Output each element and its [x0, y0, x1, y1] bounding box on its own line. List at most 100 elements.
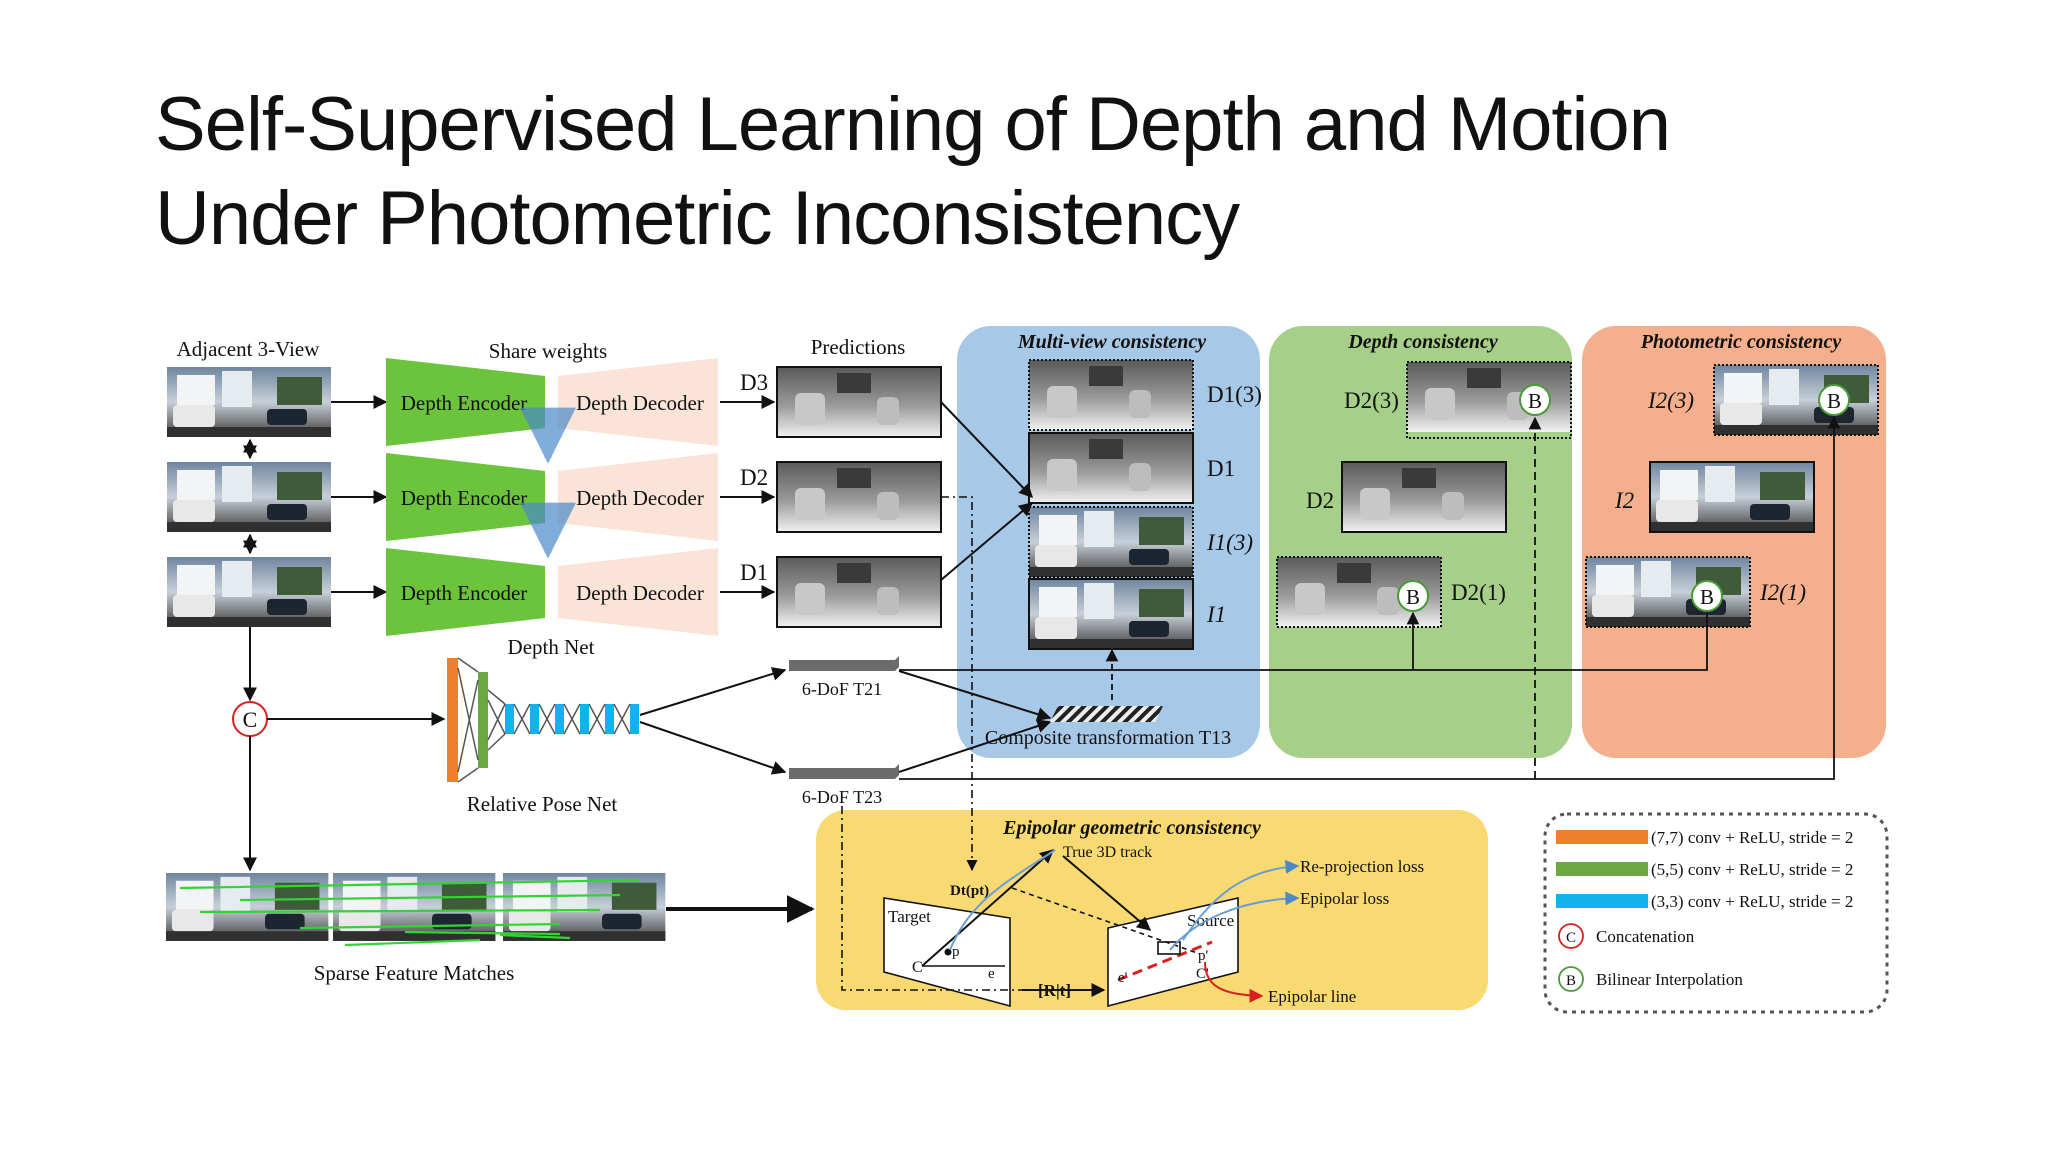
label-d3: D3: [740, 370, 768, 395]
label-p: p: [952, 944, 960, 960]
sparse-feature-matches: [166, 873, 666, 947]
depth-decoder-label-2: Depth Decoder: [576, 486, 704, 510]
epipolar-red-line: [1117, 940, 1213, 982]
bilinear-node-pc-top: B: [1818, 384, 1850, 416]
mv-d1: [1028, 432, 1194, 504]
composite-block: [1050, 706, 1163, 722]
depth-decoder-3: [558, 548, 718, 636]
label-true-track: True 3D track: [1063, 844, 1152, 861]
label-e-prime: e': [1118, 970, 1128, 986]
rt-line: [841, 806, 1022, 991]
mv-label-d13: D1(3): [1207, 382, 1262, 407]
pc-i23: [1713, 364, 1879, 436]
rt-label: [R|t]: [1038, 981, 1071, 1000]
line-pose23-to-panels: [899, 415, 1841, 780]
mv-label-d1: D1: [1207, 456, 1235, 481]
depth-decoder-label-3: Depth Decoder: [576, 581, 704, 605]
depth-encoder-label-3: Depth Encoder: [401, 581, 528, 605]
pose23-block: [789, 764, 899, 779]
legend-bilinear-label: Bilinear Interpolation: [1596, 970, 1743, 989]
dc-label-d23: D2(3): [1344, 388, 1399, 413]
track-to-source: [1062, 855, 1152, 931]
dc-d21: [1276, 556, 1442, 628]
dc-label-d2: D2: [1306, 488, 1334, 513]
predictions-label: Predictions: [811, 335, 906, 359]
depth-net-label: Depth Net: [508, 635, 595, 659]
concat-node: C: [232, 701, 268, 737]
bilinear-node-pc-bottom: B: [1691, 580, 1723, 612]
svg-text:B: B: [1827, 389, 1841, 413]
epipolar-line-label: Epipolar line: [1268, 987, 1356, 1006]
multiview-title: Multi-view consistency: [1017, 331, 1206, 353]
input-view-2: [167, 462, 331, 532]
dashed-ray: [1011, 887, 1201, 955]
blue-depth-curve: [949, 849, 1056, 951]
share-weights-label: Share weights: [489, 339, 607, 363]
label-p-prime: p': [1198, 948, 1209, 964]
legend-concat-icon: C: [1558, 923, 1584, 949]
prediction-d2: [776, 461, 942, 533]
reprojection-label: Re-projection loss: [1300, 857, 1424, 876]
mv-d13: [1028, 359, 1194, 431]
source-point-box: [1157, 941, 1181, 955]
dc-d2: [1341, 461, 1507, 533]
mv-i13: [1028, 506, 1194, 578]
arrow-epipolar-loss: [1169, 891, 1300, 951]
photometric-title: Photometric consistency: [1640, 331, 1842, 353]
title-line-1: Self-Supervised Learning of Depth and Mo…: [155, 82, 1671, 167]
legend-label-3x3: (3,3) conv + ReLU, stride = 2: [1651, 892, 1853, 911]
label-d2: D2: [740, 465, 768, 490]
arrow-pose21: [639, 667, 787, 716]
depth-encoder-3: [386, 548, 545, 636]
legend-label-7x7: (7,7) conv + ReLU, stride = 2: [1651, 828, 1853, 847]
arrow-pose21-composite: [898, 670, 1052, 721]
line-pose21-to-panels: [899, 613, 1708, 671]
legend-swatch-5x5: [1556, 862, 1648, 876]
depth-decoder-1: [558, 358, 718, 446]
label-dtpt: Dt(pt): [950, 883, 989, 899]
slide-title: Self-Supervised Learning of Depth and Mo…: [155, 78, 1955, 266]
label-d1: D1: [740, 560, 768, 585]
pc-i2: [1649, 461, 1815, 533]
depth-encoder-1: [386, 358, 545, 446]
arrow-pose23-composite: [898, 719, 1052, 773]
pc-label-i2: I2: [1614, 488, 1634, 513]
svg-text:C: C: [1566, 930, 1576, 946]
pose21-block: [789, 656, 899, 671]
bilinear-node-dc-top: B: [1519, 384, 1551, 416]
mv-label-i13: I1(3): [1206, 530, 1253, 555]
mv-i1: [1028, 578, 1194, 650]
depth-consistency-panel: [1269, 326, 1572, 758]
point-p: [944, 948, 952, 956]
label-e: e: [988, 966, 995, 982]
arrow-pred-mv-2: [940, 502, 1034, 581]
label-c: C: [912, 959, 923, 976]
prediction-d1: [776, 556, 942, 628]
title-line-2: Under Photometric Inconsistency: [155, 176, 1240, 261]
svg-text:C: C: [243, 707, 258, 732]
arrow-pred-mv-1: [940, 401, 1033, 499]
legend-swatch-7x7: [1556, 830, 1648, 844]
arrow-d2-epipolar: [941, 496, 978, 872]
input-view-3: [167, 557, 331, 627]
depth-encoder-label-1: Depth Encoder: [401, 391, 528, 415]
legend-label-5x5: (5,5) conv + ReLU, stride = 2: [1651, 860, 1853, 879]
input-view-1: [167, 367, 331, 437]
input-label: Adjacent 3-View: [177, 337, 321, 361]
dc-label-d21: D2(1): [1451, 580, 1506, 605]
legend-swatch-3x3: [1556, 894, 1648, 908]
prediction-d3: [776, 366, 942, 438]
depth-consistency-title: Depth consistency: [1347, 331, 1498, 353]
sparse-matches-label: Sparse Feature Matches: [314, 961, 515, 985]
relative-pose-net: [447, 657, 639, 783]
pc-label-i23: I2(3): [1647, 388, 1694, 413]
svg-text:B: B: [1700, 585, 1714, 609]
depth-decoder-2: [558, 453, 718, 541]
legend-bilinear-icon: B: [1558, 966, 1584, 992]
arrow-epipolar-line: [1204, 961, 1264, 1003]
arrow-reprojection: [1182, 859, 1300, 941]
depth-encoder-label-2: Depth Encoder: [401, 486, 528, 510]
target-label: Target: [888, 907, 931, 926]
mv-label-i1: I1: [1206, 602, 1226, 627]
